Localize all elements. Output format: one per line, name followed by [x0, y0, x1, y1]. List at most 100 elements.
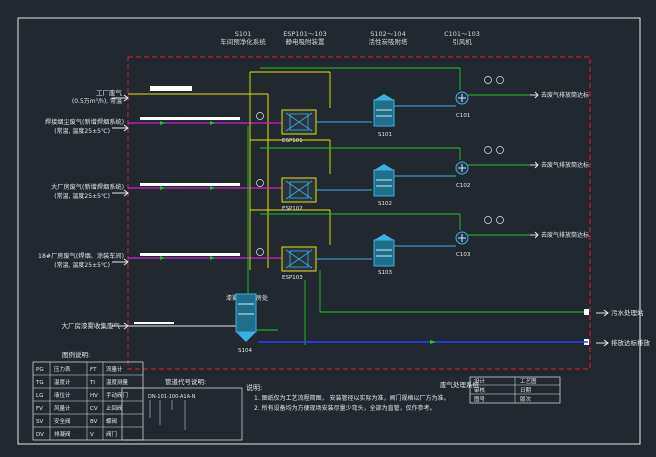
- legend-cell: 安全阀: [54, 417, 71, 425]
- scrubber-tower[interactable]: 漆雾气体厂房处 S104: [226, 293, 268, 354]
- legend-cell: 蝶阀: [106, 417, 117, 425]
- inlet-label-1: 工厂废气 (0.5万m³/h), 常温: [72, 88, 123, 105]
- column-header-2: ESP101～103 静电吸附装置: [283, 30, 326, 46]
- legend-cell: 止回阀: [106, 404, 123, 412]
- column-header-1: S101 车间预净化系统: [220, 30, 266, 46]
- title-cell: 日期: [520, 387, 532, 394]
- outlet-1: 去废气排放筒达标: [530, 91, 589, 99]
- white-pipe-bars: [140, 117, 240, 256]
- esp-unit-2[interactable]: ESP102: [281, 177, 317, 212]
- svg-text:18#厂房废气(焊烟、涂装车间): 18#厂房废气(焊烟、涂装车间): [38, 252, 124, 260]
- carbon-tower-3[interactable]: S103: [373, 234, 395, 276]
- outlet-3: 去废气排放筒达标: [530, 231, 589, 239]
- carbon-tower-2[interactable]: S102: [373, 164, 395, 207]
- instrument-circles: [256, 76, 504, 256]
- legend-cell: HV: [90, 393, 98, 399]
- column-header-4: C101～103 引风机: [444, 30, 480, 46]
- svg-text:污水处理站: 污水处理站: [611, 308, 644, 317]
- paint-mist-line: [128, 322, 588, 344]
- svg-text:管道代号说明:: 管道代号说明:: [165, 377, 206, 386]
- legend-cell: SV: [36, 419, 43, 425]
- legend-cell: LG: [36, 393, 43, 399]
- magenta-lines: [128, 122, 282, 259]
- title-cell: 审核: [474, 386, 486, 394]
- svg-text:大厂房漆雾收集废气: 大厂房漆雾收集废气: [62, 321, 121, 330]
- legend-cell: 手动阀门: [106, 391, 128, 399]
- svg-text:工厂废气: 工厂废气: [96, 88, 123, 97]
- fan-discharge-lines: [468, 94, 530, 236]
- legend-cell: 排凝阀: [54, 430, 71, 438]
- legend-cell: TI: [89, 380, 95, 386]
- legend-cell: 阀门: [106, 430, 117, 438]
- inlet-arrows: [112, 94, 129, 330]
- svg-text:静电吸附装置: 静电吸附装置: [286, 37, 326, 46]
- svg-text:废气处理系统: 废气处理系统: [440, 380, 480, 389]
- svg-text:C101～103: C101～103: [444, 30, 480, 38]
- column-header-3: S102～104 活性炭吸附塔: [369, 30, 409, 46]
- legend-cell: V: [90, 432, 94, 438]
- carbon-tower-1[interactable]: S101: [373, 94, 395, 138]
- outlet-5: 排放达标排放: [584, 338, 651, 347]
- svg-text:DN-101-100-A1A-N: DN-101-100-A1A-N: [148, 394, 196, 400]
- svg-text:1. 图纸仅为工艺流程简图， 安装管径以实际为准，阀门规: 1. 图纸仅为工艺流程简图， 安装管径以实际为准，阀门规格以厂方为准。: [254, 394, 450, 402]
- title-cell: 版次: [520, 395, 532, 403]
- inlet-label-5: 大厂房漆雾收集废气: [62, 321, 121, 330]
- svg-text:C102: C102: [456, 183, 470, 189]
- svg-text:车间预净化系统: 车间预净化系统: [220, 37, 266, 46]
- svg-text:去废气排放筒达标: 去废气排放筒达标: [541, 231, 589, 239]
- svg-text:大厂房废气(新增焊烟系统): 大厂房废气(新增焊烟系统): [51, 183, 124, 191]
- inlet-label-2: 焊接烟尘废气(新增焊烟系统) (常温, 温度25±5℃): [45, 118, 124, 135]
- svg-text:(常温, 温度25±5℃): (常温, 温度25±5℃): [54, 127, 110, 135]
- legend-cell: PG: [36, 367, 44, 373]
- system-boundary: [127, 56, 591, 370]
- legend-cell: 温度测量: [106, 378, 129, 386]
- svg-text:ESP101: ESP101: [282, 138, 303, 144]
- svg-text:图例说明:: 图例说明:: [62, 350, 90, 359]
- svg-text:焊接烟尘废气(新增焊烟系统): 焊接烟尘废气(新增焊烟系统): [45, 118, 124, 126]
- legend-cell: 温度计: [54, 378, 71, 386]
- esp-unit-1[interactable]: ESP101: [281, 109, 317, 144]
- legend-cell: DV: [36, 432, 44, 438]
- svg-text:ESP101～103: ESP101～103: [283, 30, 326, 38]
- title-cell: 工艺图: [520, 377, 537, 385]
- legend-cell: FV: [36, 406, 43, 412]
- svg-text:去废气排放筒达标: 去废气排放筒达标: [541, 91, 589, 99]
- pipe-legend: 管道代号说明: DN-101-100-A1A-N: [121, 377, 243, 441]
- title-cell: 图号: [474, 395, 486, 403]
- fan-1[interactable]: C101: [455, 91, 470, 119]
- svg-text:C101: C101: [456, 113, 470, 119]
- svg-text:S104: S104: [238, 348, 252, 354]
- outlet-2: 去废气排放筒达标: [530, 161, 589, 169]
- green-flow-markers: [160, 121, 215, 260]
- svg-text:引风机: 引风机: [452, 37, 472, 46]
- esp-unit-3[interactable]: ESP103: [281, 246, 317, 281]
- legend-cell: TG: [35, 380, 44, 386]
- fan-3[interactable]: C103: [455, 231, 471, 258]
- svg-text:活性炭吸附塔: 活性炭吸附塔: [369, 37, 409, 46]
- green-lines: [247, 67, 588, 345]
- svg-text:S103: S103: [378, 270, 392, 276]
- svg-text:(常温, 温度25±5℃): (常温, 温度25±5℃): [54, 261, 110, 269]
- svg-text:S102: S102: [378, 201, 392, 207]
- notes-block: 说明: 1. 图纸仅为工艺流程简图， 安装管径以实际为准，阀门规格以厂方为准。 …: [246, 383, 450, 412]
- svg-text:(0.5万m³/h), 常温: (0.5万m³/h), 常温: [72, 97, 122, 105]
- legend-cell: 风量计: [54, 404, 71, 412]
- fan-2[interactable]: C102: [455, 161, 470, 189]
- title-cell: 设计: [474, 377, 486, 385]
- svg-text:S101: S101: [235, 30, 252, 38]
- svg-text:ESP103: ESP103: [282, 275, 303, 281]
- svg-text:去废气排放筒达标: 去废气排放筒达标: [541, 161, 589, 169]
- svg-text:(常温, 温度25±5℃): (常温, 温度25±5℃): [54, 192, 110, 200]
- svg-text:说明:: 说明:: [246, 383, 262, 392]
- legend-cell: CV: [90, 406, 98, 412]
- svg-text:2. 所有设备均为方便现场安装尽量少弯头，全部为直管，仅作参: 2. 所有设备均为方便现场安装尽量少弯头，全部为直管，仅作参考。: [254, 404, 436, 412]
- outlet-4: 污水处理站: [584, 308, 644, 317]
- legend-cell: 液位计: [54, 391, 71, 399]
- legend-cell: BV: [90, 419, 98, 425]
- sheet-border: [17, 17, 641, 445]
- svg-text:C103: C103: [456, 252, 471, 258]
- legend-cell: FT: [90, 367, 97, 373]
